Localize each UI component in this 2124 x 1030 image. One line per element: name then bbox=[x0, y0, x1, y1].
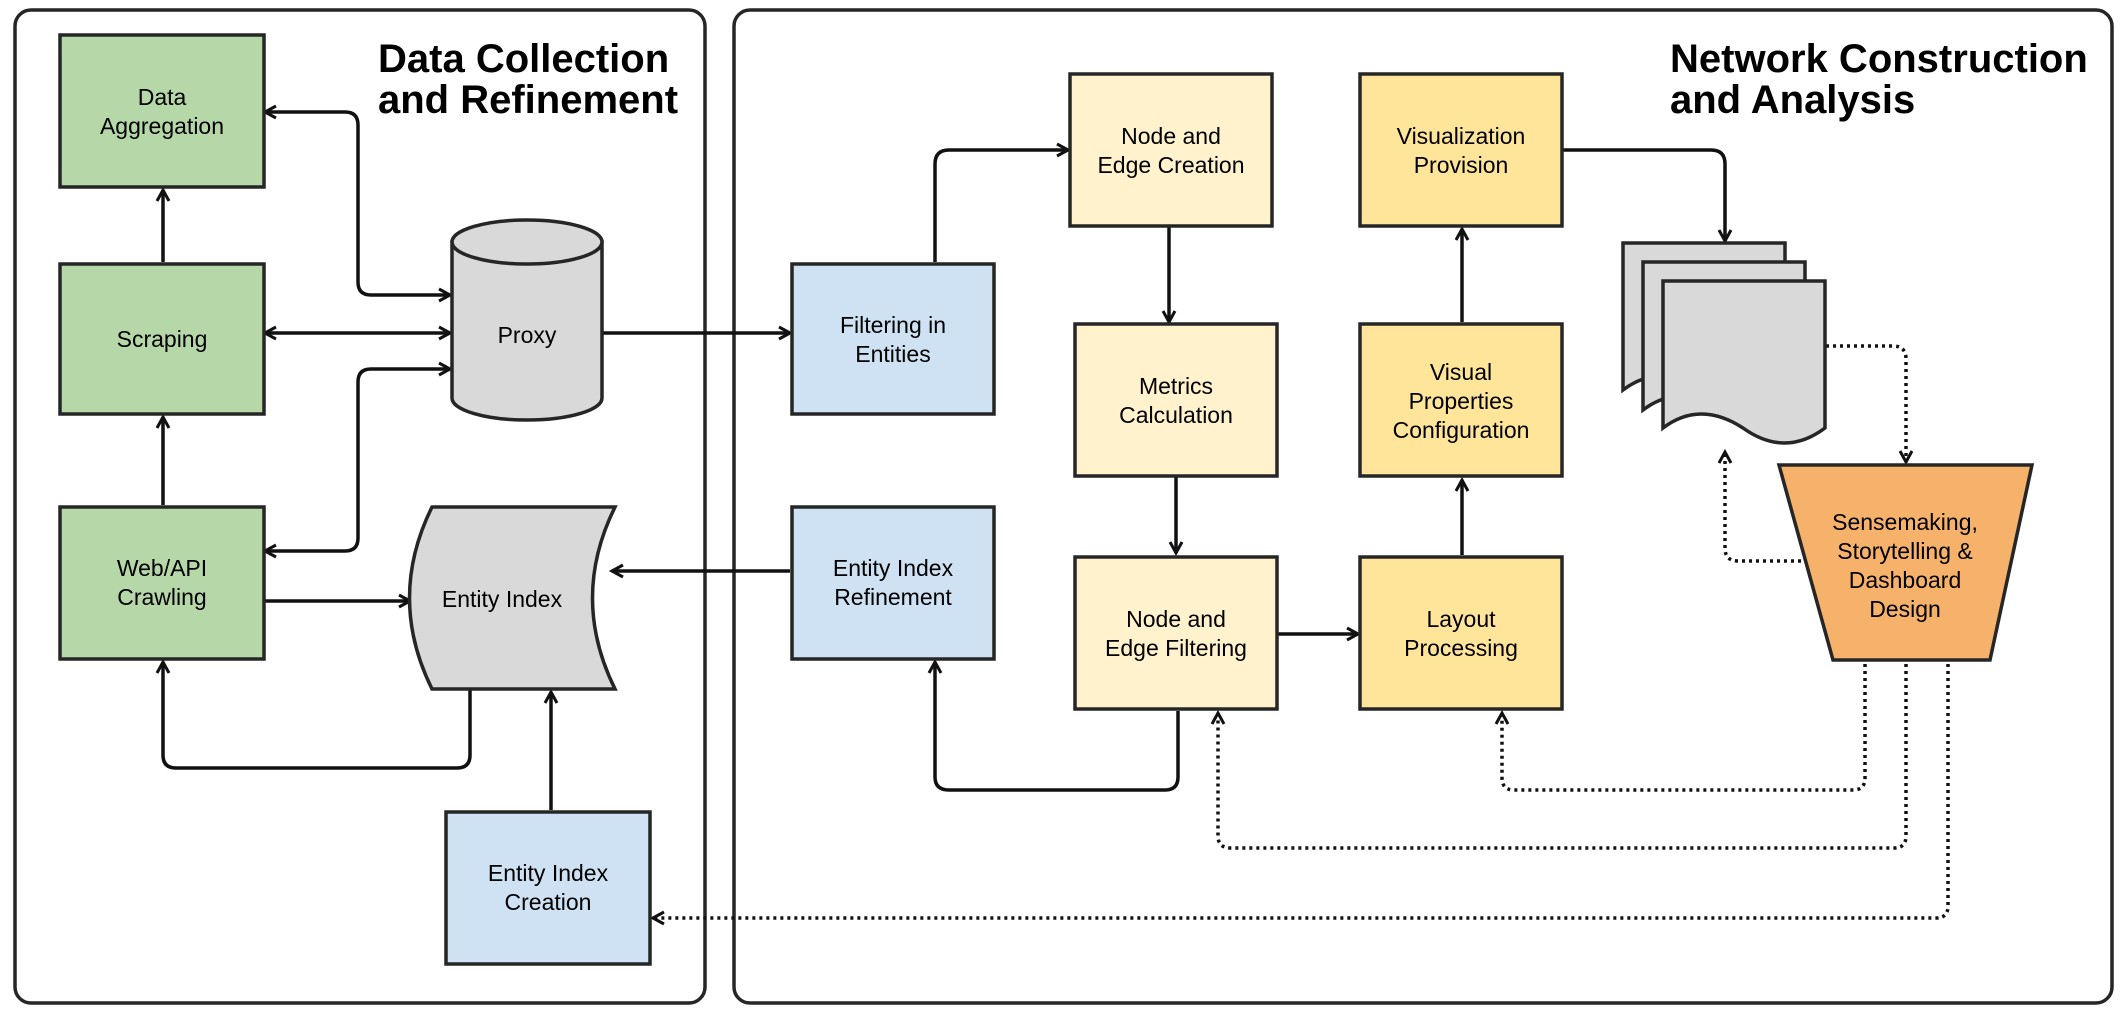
edge-entity-index-to-crawling bbox=[163, 662, 472, 770]
node-visual-properties-label-2: Properties bbox=[1409, 388, 1514, 414]
edge-sensemaking-to-layout bbox=[1502, 664, 1867, 792]
edge-sensemaking-to-documents bbox=[1725, 452, 1808, 563]
node-data-aggregation: Data Aggregation bbox=[58, 33, 266, 189]
node-sensemaking-label-3: Dashboard bbox=[1849, 567, 1962, 593]
node-visualization-provision: Visualization Provision bbox=[1358, 72, 1564, 228]
node-filtering-in-entities-label-1: Filtering in bbox=[840, 312, 946, 338]
node-node-edge-creation-label-2: Edge Creation bbox=[1097, 152, 1244, 178]
node-visualization-provision-label-1: Visualization bbox=[1397, 123, 1526, 149]
node-layout-processing-label-2: Processing bbox=[1404, 635, 1518, 661]
node-proxy: Proxy bbox=[450, 218, 604, 422]
node-entity-index: Entity Index bbox=[407, 505, 618, 691]
node-sensemaking: Sensemaking, Storytelling & Dashboard De… bbox=[1776, 463, 2035, 662]
node-filtering-in-entities-label-2: Entities bbox=[855, 341, 930, 367]
node-node-edge-filtering-label-2: Edge Filtering bbox=[1105, 635, 1247, 661]
node-node-edge-filtering: Node and Edge Filtering bbox=[1073, 555, 1279, 711]
edge-filtering-to-node-creation bbox=[933, 150, 1068, 262]
node-sensemaking-label-2: Storytelling & bbox=[1837, 538, 1973, 564]
node-entity-index-label: Entity Index bbox=[442, 586, 563, 612]
node-proxy-label: Proxy bbox=[498, 322, 557, 348]
node-data-aggregation-label-1: Data bbox=[138, 84, 187, 110]
node-sensemaking-label-1: Sensemaking, bbox=[1832, 509, 1978, 535]
network-panel-title-line2: and Analysis bbox=[1670, 78, 1915, 122]
node-scraping: Scraping bbox=[58, 262, 266, 416]
network-panel-title-line1: Network Construction bbox=[1670, 37, 2088, 81]
node-web-api-crawling-label-1: Web/API bbox=[117, 555, 207, 581]
edge-node-filtering-to-refinement bbox=[935, 662, 1180, 792]
node-entity-index-refinement-label-1: Entity Index bbox=[833, 555, 954, 581]
node-visual-properties-configuration: Visual Properties Configuration bbox=[1358, 322, 1564, 478]
node-filtering-in-entities: Filtering in Entities bbox=[790, 262, 996, 416]
edge-provision-to-documents bbox=[1563, 148, 1725, 241]
edge-sensemaking-to-index-creation bbox=[653, 664, 1950, 918]
node-entity-index-refinement-label-2: Refinement bbox=[834, 584, 952, 610]
node-entity-index-creation: Entity Index Creation bbox=[444, 810, 652, 966]
node-documents-stack bbox=[1621, 241, 1827, 445]
node-layout-processing-label-1: Layout bbox=[1426, 606, 1496, 632]
node-layout-processing: Layout Processing bbox=[1358, 555, 1564, 711]
node-visual-properties-label-1: Visual bbox=[1430, 359, 1492, 385]
node-entity-index-refinement: Entity Index Refinement bbox=[790, 505, 996, 661]
edge-aggregation-proxy bbox=[265, 112, 450, 295]
node-data-aggregation-label-2: Aggregation bbox=[100, 113, 224, 139]
node-web-api-crawling-label-2: Crawling bbox=[117, 584, 206, 610]
node-metrics-calculation-label-2: Calculation bbox=[1119, 402, 1233, 428]
collection-panel-title-line1: Data Collection bbox=[378, 37, 669, 81]
node-sensemaking-label-4: Design bbox=[1869, 596, 1941, 622]
collection-panel-title-line2: and Refinement bbox=[378, 78, 678, 122]
node-metrics-calculation: Metrics Calculation bbox=[1073, 322, 1279, 478]
node-node-edge-creation-label-1: Node and bbox=[1121, 123, 1221, 149]
node-visualization-provision-label-2: Provision bbox=[1414, 152, 1509, 178]
node-entity-index-creation-label-2: Creation bbox=[505, 889, 592, 915]
node-metrics-calculation-label-1: Metrics bbox=[1139, 373, 1213, 399]
node-scraping-label: Scraping bbox=[117, 326, 208, 352]
node-web-api-crawling: Web/API Crawling bbox=[58, 505, 266, 661]
node-visual-properties-label-3: Configuration bbox=[1393, 417, 1530, 443]
node-node-edge-creation: Node and Edge Creation bbox=[1068, 72, 1274, 228]
edge-sensemaking-to-node-filtering bbox=[1218, 664, 1908, 850]
node-node-edge-filtering-label-1: Node and bbox=[1126, 606, 1226, 632]
edge-crawling-proxy bbox=[265, 369, 450, 551]
node-entity-index-creation-label-1: Entity Index bbox=[488, 860, 609, 886]
edge-documents-to-sensemaking bbox=[1826, 344, 1906, 462]
